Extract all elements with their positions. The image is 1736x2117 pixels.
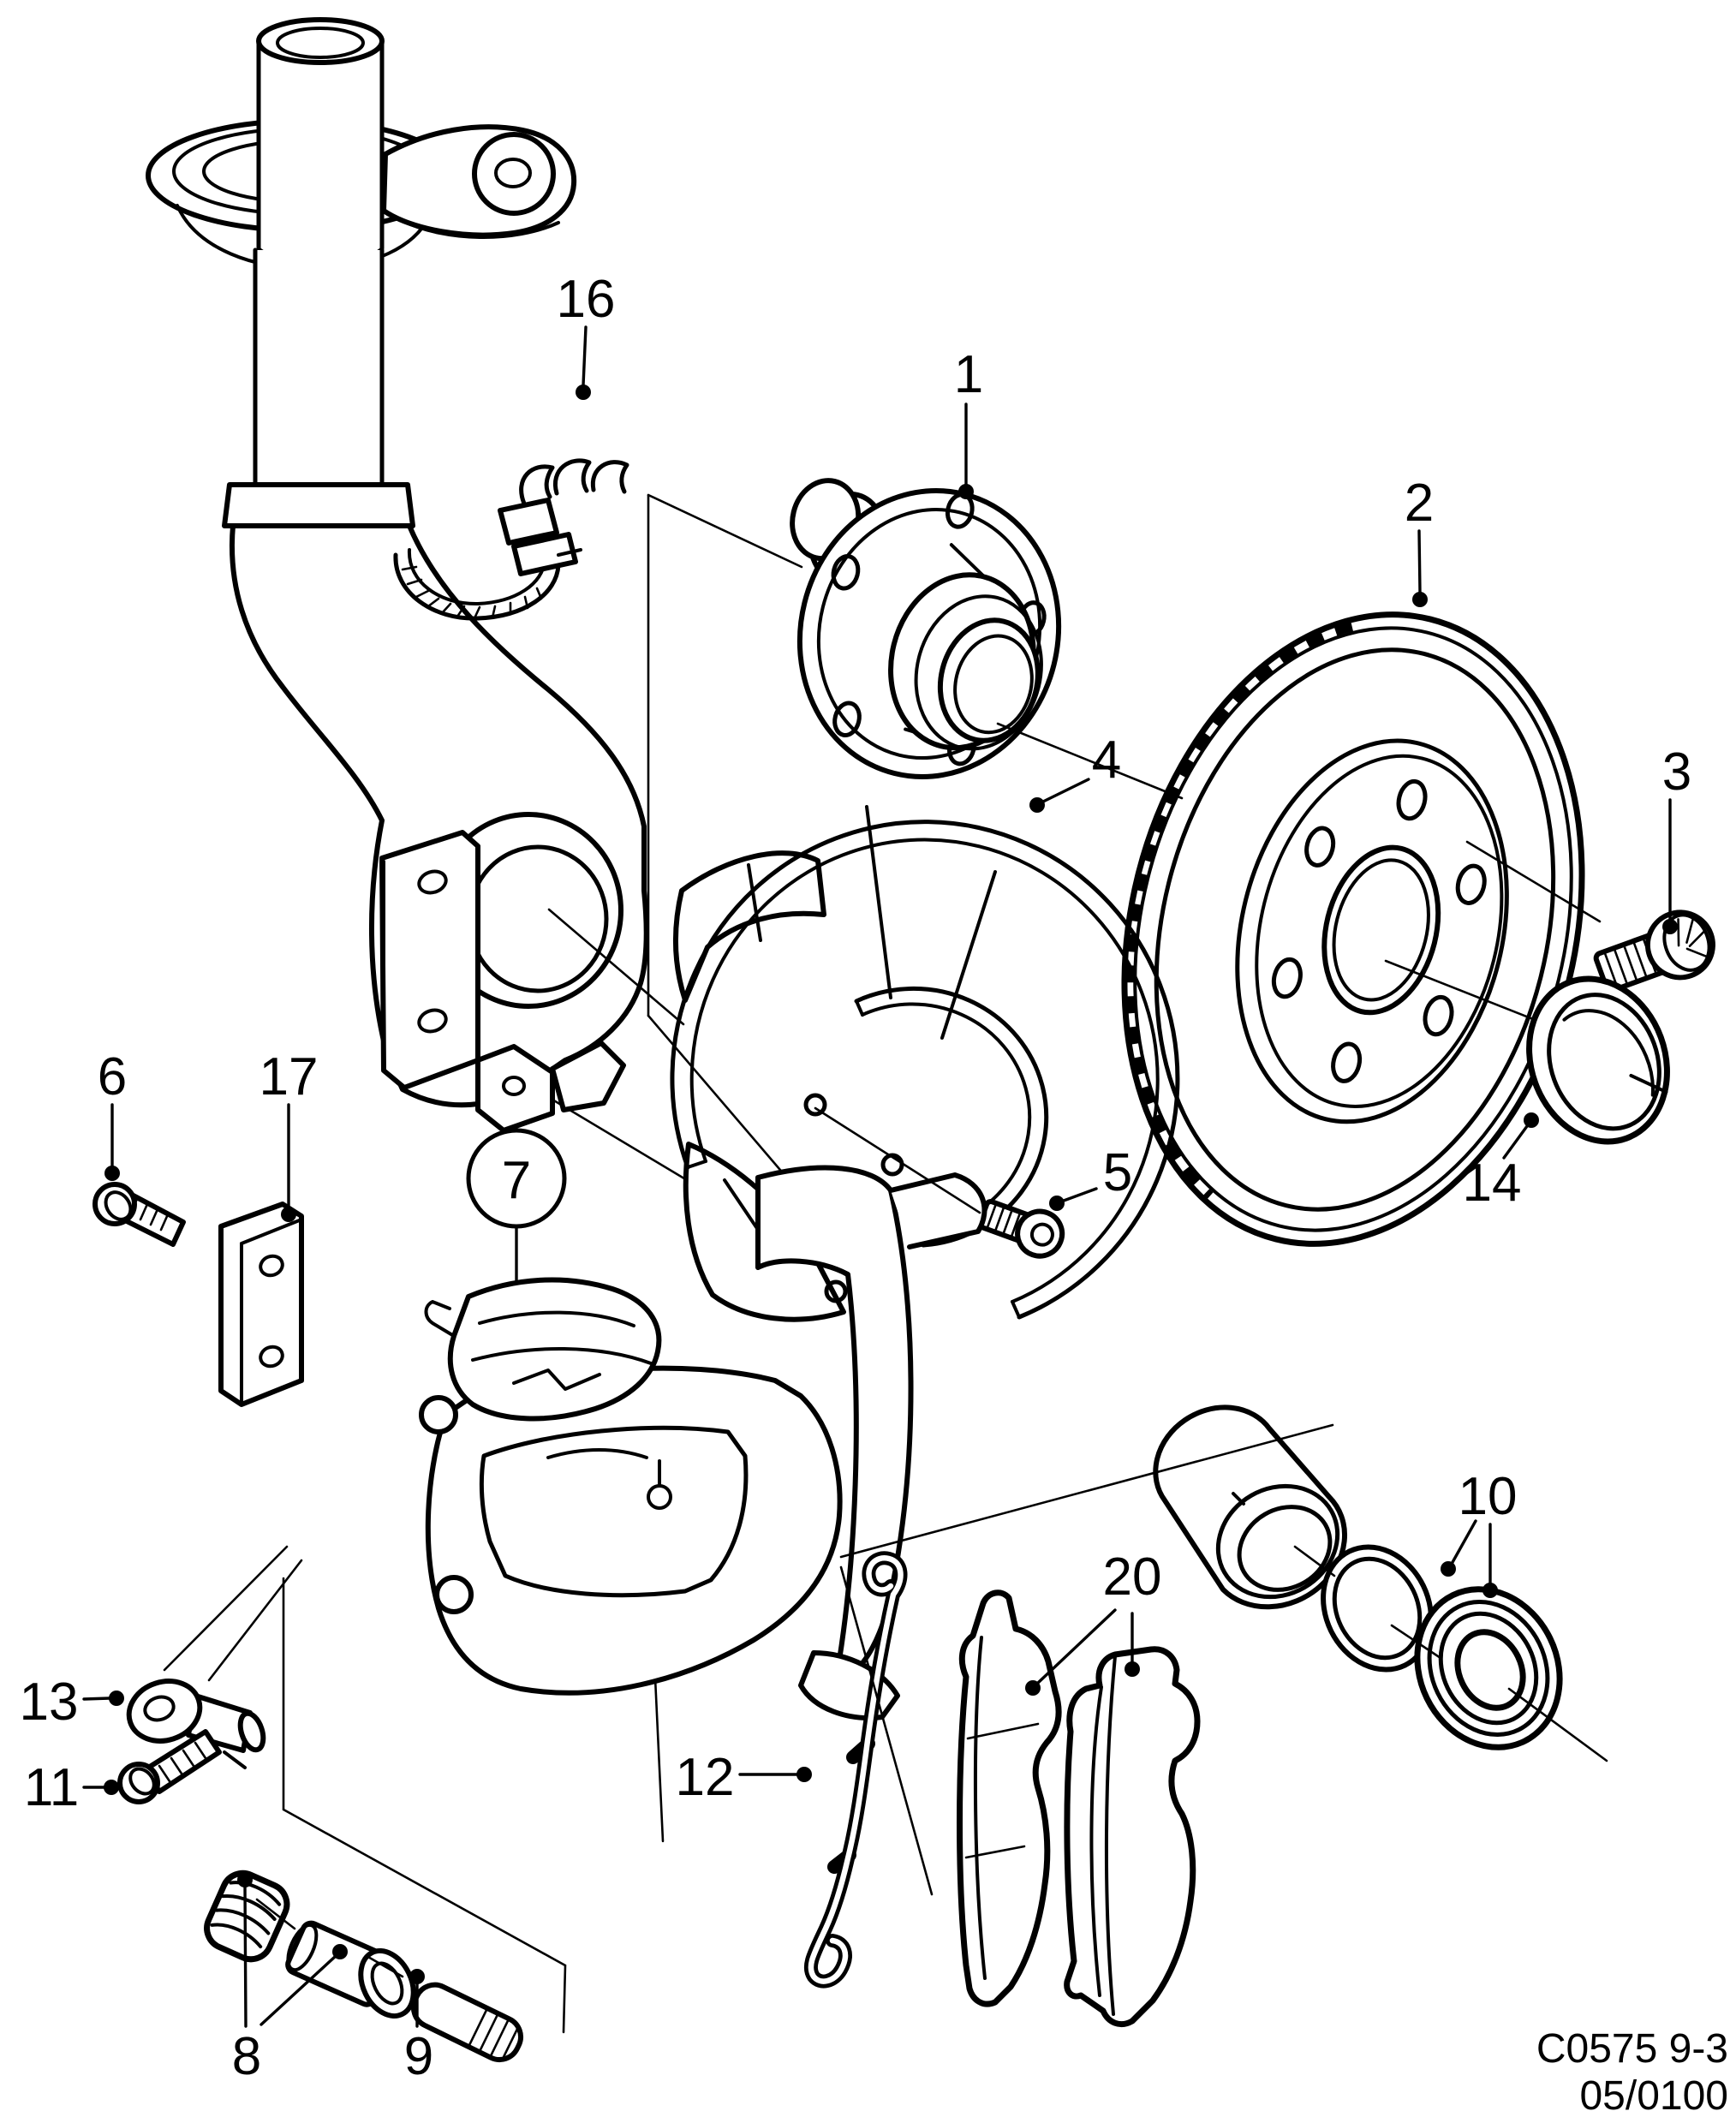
callout-1-label: 1	[954, 345, 983, 404]
banjo-bolt	[117, 1729, 222, 1804]
callout-5-label: 5	[1103, 1143, 1132, 1202]
footer-revision: 05/0100	[1579, 2073, 1728, 2117]
caliper-bracket	[218, 1202, 304, 1407]
callout-7-label: 7	[502, 1151, 531, 1210]
callout-2: 2	[1405, 474, 1434, 607]
callout-20: 20	[1025, 1547, 1161, 1696]
callout-8: 8	[232, 1872, 348, 2086]
callout-3: 3	[1662, 742, 1691, 934]
caliper-piston	[1153, 1404, 1347, 1610]
callout-14: 14	[1463, 1112, 1539, 1213]
callout-13-label: 13	[20, 1673, 79, 1732]
callout-8-label: 8	[232, 2027, 261, 2086]
brake-disc	[1121, 611, 1585, 1247]
shield-screw	[977, 1199, 1065, 1259]
callout-20-label: 20	[1103, 1547, 1162, 1607]
bracket-bolt	[92, 1182, 186, 1247]
footer: C0575 9-3 05/0100	[1536, 2026, 1728, 2117]
callout-10: 10	[1441, 1467, 1517, 1598]
footer-drawing-code: C0575 9-3	[1536, 2026, 1728, 2072]
guide-bushing-kit	[204, 1870, 416, 2019]
callout-6-label: 6	[98, 1047, 127, 1106]
construction-lines-front	[255, 722, 1608, 1978]
callout-10-label: 10	[1459, 1467, 1518, 1526]
hose-clamp	[393, 458, 629, 621]
brake-pads	[957, 1589, 1201, 2027]
callout-12-label: 12	[676, 1748, 735, 1807]
callout-5: 5	[1049, 1143, 1132, 1211]
callout-17: 17	[260, 1047, 319, 1222]
callout-2-label: 2	[1405, 474, 1434, 533]
callout-14-label: 14	[1463, 1154, 1522, 1213]
callout-4: 4	[1029, 731, 1121, 813]
callout-4-label: 4	[1092, 731, 1121, 790]
callout-1: 1	[954, 345, 983, 499]
piston-boot	[1414, 1586, 1563, 1750]
callout-13: 13	[20, 1673, 124, 1732]
pad-spring-clip	[803, 1551, 908, 1989]
callout-3-label: 3	[1662, 742, 1691, 802]
callout-12: 12	[676, 1748, 812, 1807]
callout-16-label: 16	[557, 270, 616, 329]
callout-11-label: 11	[24, 1758, 79, 1817]
callout-9: 9	[404, 1969, 433, 2086]
hose-banjo-fitting	[126, 1679, 266, 1769]
callout-6: 6	[98, 1047, 127, 1181]
callout-11: 11	[24, 1758, 119, 1817]
hub-cap	[1526, 975, 1670, 1145]
wheel-hub	[790, 478, 1062, 779]
strut-knuckle-assembly	[146, 17, 649, 1133]
callout-7: 7	[466, 1128, 567, 1284]
callout-16: 16	[557, 270, 616, 400]
piston-seal	[1321, 1544, 1434, 1673]
callout-9-label: 9	[404, 2027, 433, 2086]
callout-17-label: 17	[260, 1047, 319, 1106]
